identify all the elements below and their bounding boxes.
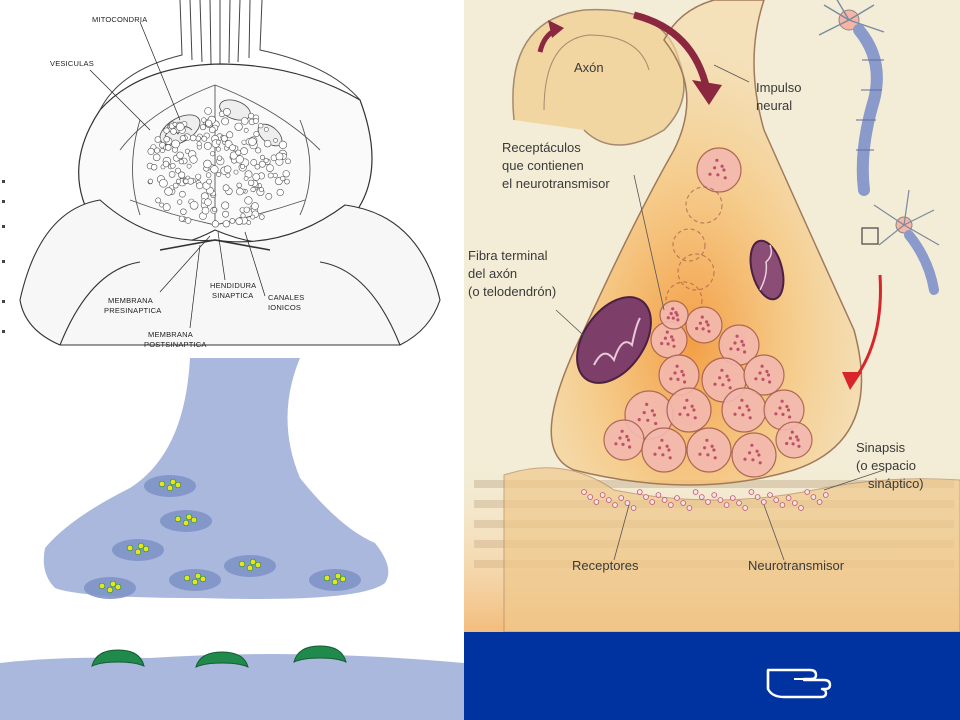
axon-loop [512, 8, 685, 146]
label-sinapsis-2: (o espacio [856, 458, 916, 473]
axon-arrow-right [633, 11, 711, 91]
label-axon: Axón [574, 60, 604, 75]
margin-marks [2, 180, 5, 333]
label-hendidura-2: SINAPTICA [212, 291, 253, 300]
label-receptores: Receptores [572, 558, 639, 573]
label-membrana-postsinaptica-2: POSTSINAPTICA [144, 340, 207, 349]
vesicle-cluster [146, 107, 291, 228]
label-receptaculos-2: que contienen [502, 158, 584, 173]
color-synapse-diagram: Axón Impulso neural Receptáculos que con… [464, 0, 960, 632]
neuron-illustration [818, 0, 940, 390]
label-membrana-presinaptica-2: PRESINAPTICA [104, 306, 161, 315]
label-impulso: Impulso [756, 80, 802, 95]
receptor-group [91, 645, 347, 668]
presynaptic-bulb [43, 358, 389, 599]
axon-arrowhead-right [692, 80, 722, 105]
label-membrana-presinaptica: MEMBRANA [108, 296, 153, 305]
color-leader-lines [555, 64, 885, 561]
label-canales: CANALES [268, 293, 304, 302]
mitochondrion-right [749, 239, 785, 301]
label-impulso-2: neural [756, 98, 792, 113]
axon-arrowhead-left [548, 20, 564, 38]
receptor [293, 645, 347, 663]
label-canales-2: IONICOS [268, 303, 301, 312]
label-receptaculos: Receptáculos [502, 140, 581, 155]
label-membrana-postsinaptica: MEMBRANA [148, 330, 193, 339]
label-fibra-3: (o telodendrón) [468, 284, 556, 299]
postsynaptic-membrane-simple [0, 654, 464, 720]
label-receptaculos-3: el neurotransmisor [502, 176, 610, 191]
bottom-blue-bar [464, 632, 960, 720]
postsynaptic-membrane [19, 199, 441, 346]
receptor [91, 649, 145, 667]
cutaway-lines [119, 84, 321, 226]
label-sinapsis-3: sináptico) [868, 476, 924, 491]
label-mitocondria: MITOCONDRIA [92, 15, 147, 24]
axon-shaft [99, 0, 361, 111]
postsynaptic-cell [503, 467, 960, 632]
vesicle-group [84, 475, 361, 599]
leader-lines [89, 21, 266, 329]
label-vesiculas: VESICULAS [50, 59, 94, 68]
bw-synapse-diagram: MITOCONDRIA VESICULAS MEMBRANA PRESINAPT… [0, 0, 464, 358]
label-hendidura: HENDIDURA [210, 281, 256, 290]
label-fibra-2: del axón [468, 266, 517, 281]
label-sinapsis: Sinapsis [856, 440, 906, 455]
mitochondrion-left [576, 296, 652, 384]
label-fibra: Fibra terminal [468, 248, 548, 263]
neurotransmitter-dots [581, 489, 829, 511]
receptor [195, 651, 249, 668]
label-neurotransmisor: Neurotransmisor [748, 558, 845, 573]
simplified-synapse-diagram [0, 358, 464, 720]
pointing-hand-icon[interactable] [764, 656, 854, 700]
vesicle-cluster-color [603, 147, 813, 478]
